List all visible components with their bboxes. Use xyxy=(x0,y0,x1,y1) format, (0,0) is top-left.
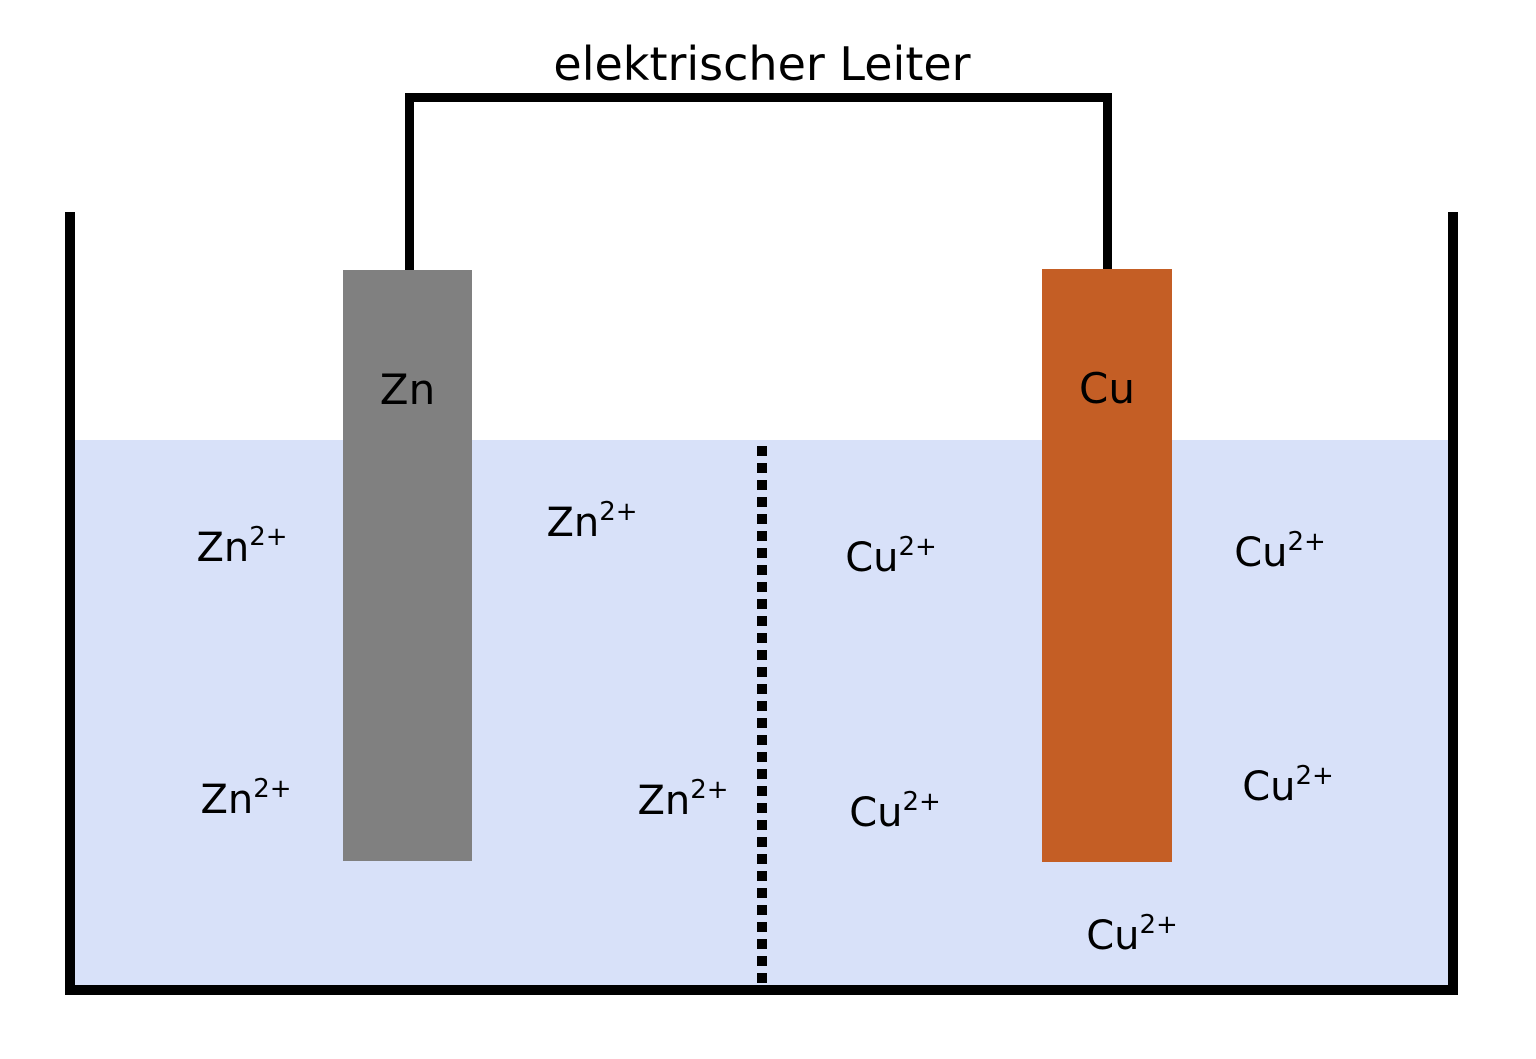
ion-charge: 2+ xyxy=(1295,761,1334,792)
ion-label-cu: Cu2+ xyxy=(1086,910,1178,959)
zinc-electrode-label: Zn xyxy=(379,365,436,414)
ion-symbol: Cu xyxy=(845,535,899,581)
separator-dotted-line xyxy=(757,446,767,985)
ion-symbol: Zn xyxy=(200,777,254,823)
ion-charge: 2+ xyxy=(1287,527,1326,558)
ion-symbol: Cu xyxy=(1086,913,1140,959)
beaker-outline xyxy=(65,212,1458,995)
ion-label-cu: Cu2+ xyxy=(845,532,937,581)
ion-label-zn: Zn2+ xyxy=(637,775,729,824)
ion-charge: 2+ xyxy=(249,522,288,553)
ion-symbol: Zn xyxy=(637,778,691,824)
ion-label-zn: Zn2+ xyxy=(546,497,638,546)
ion-charge: 2+ xyxy=(690,775,729,806)
ion-label-cu: Cu2+ xyxy=(1234,527,1326,576)
ion-charge: 2+ xyxy=(1139,910,1178,941)
ion-charge: 2+ xyxy=(599,497,638,528)
ion-label-cu: Cu2+ xyxy=(849,787,941,836)
ion-symbol: Cu xyxy=(1234,530,1288,576)
copper-electrode-label: Cu xyxy=(1079,364,1135,413)
ion-symbol: Cu xyxy=(1242,764,1296,810)
ion-charge: 2+ xyxy=(898,532,937,563)
ion-symbol: Zn xyxy=(546,500,600,546)
zinc-electrode: Zn xyxy=(343,270,472,861)
copper-electrode: Cu xyxy=(1042,269,1172,862)
ion-label-cu: Cu2+ xyxy=(1242,761,1334,810)
conductor-wire xyxy=(405,93,1112,270)
ion-label-zn: Zn2+ xyxy=(200,774,292,823)
ion-label-zn: Zn2+ xyxy=(196,522,288,571)
ion-charge: 2+ xyxy=(902,787,941,818)
ion-symbol: Zn xyxy=(196,525,250,571)
ion-symbol: Cu xyxy=(849,790,903,836)
conductor-title: elektrischer Leiter xyxy=(553,37,971,91)
ion-charge: 2+ xyxy=(253,774,292,805)
